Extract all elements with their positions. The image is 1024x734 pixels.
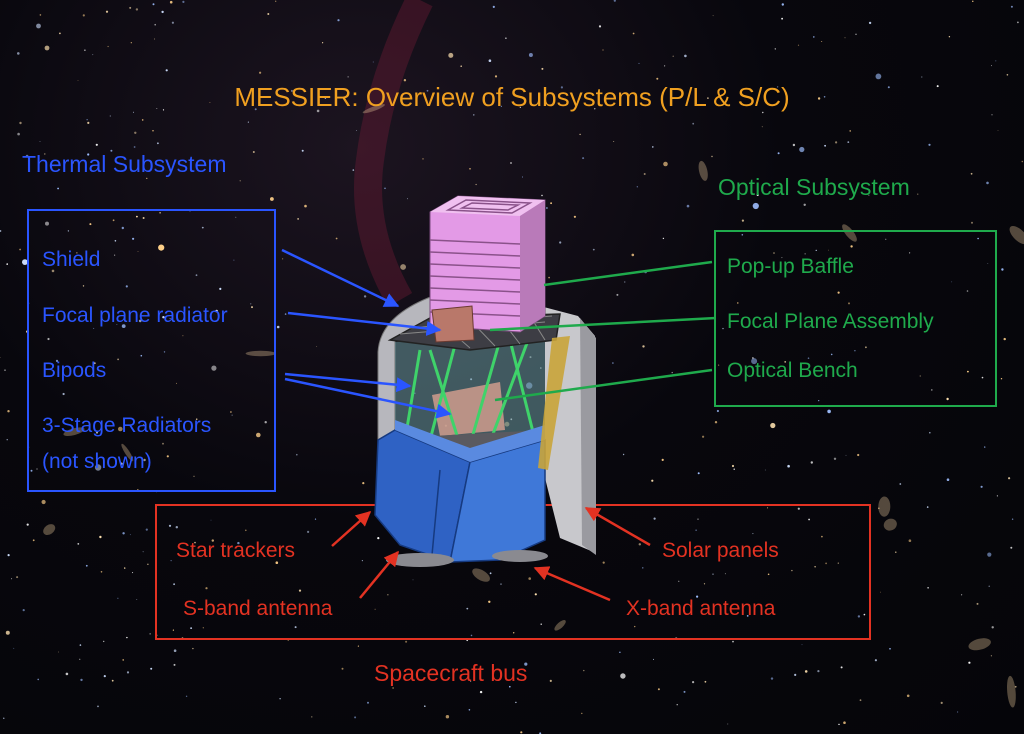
thermal-item-not-shown-note: (not shown) [42, 450, 152, 473]
optical-subsystem-heading: Optical Subsystem [718, 174, 910, 200]
sc-item-x-band-antenna: X-band antenna [626, 597, 776, 620]
solar-panel-edge [580, 318, 596, 555]
thermal-subsystem-heading: Thermal Subsystem [22, 151, 227, 177]
thermal-item-3-stage-radiators: 3-Stage Radiators [42, 414, 212, 437]
sc-item-solar-panels: Solar panels [662, 539, 779, 562]
spacecraft-bus-heading: Spacecraft bus [374, 660, 528, 686]
optical-item-optical-bench: Optical Bench [727, 359, 858, 382]
slide-title: MESSIER: Overview of Subsystems (P/L & S… [234, 82, 790, 112]
optical-item-focal-plane-assembly: Focal Plane Assembly [727, 310, 934, 333]
thermal-item-bipods: Bipods [42, 359, 107, 382]
sc-item-star-trackers: Star trackers [176, 539, 296, 562]
x-band-antenna [492, 550, 548, 562]
thermal-item-focal-plane-radiator: Focal plane radiator [42, 304, 228, 327]
s-band-antenna [386, 553, 454, 567]
optical-item-pop-up-baffle: Pop-up Baffle [727, 255, 854, 278]
thermal-item-shield: Shield [42, 248, 101, 271]
thermal-subsystem-box [27, 209, 276, 492]
sc-item-s-band-antenna: S-band antenna [183, 597, 333, 620]
focal-plane-radiator [431, 305, 475, 343]
